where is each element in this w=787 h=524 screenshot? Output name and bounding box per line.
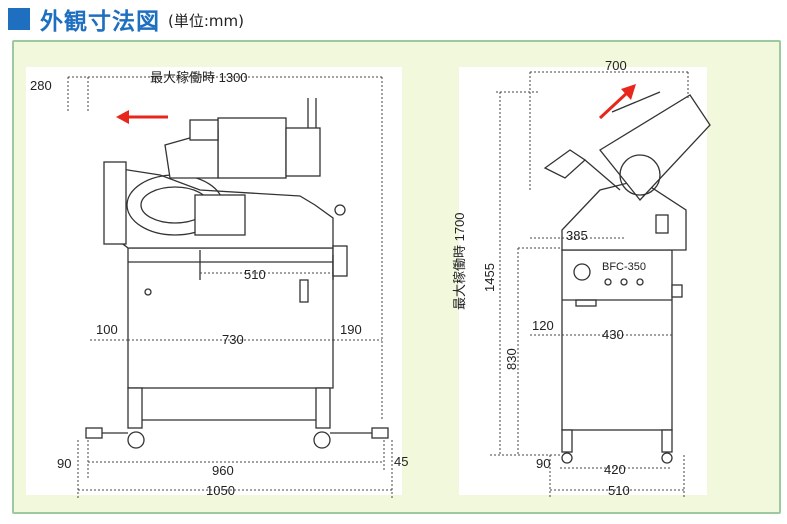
max-operating-height-label: 最大稼働時 1700 xyxy=(452,212,467,310)
title-square-icon xyxy=(8,8,30,30)
dim-90-side-label: 90 xyxy=(536,456,550,471)
dim-420-label: 420 xyxy=(604,462,626,477)
model-plate-label: BFC-350 xyxy=(602,261,646,273)
dim-100-label: 100 xyxy=(96,322,118,337)
side-dim-labels: 700 最大稼働時 1700 1455 830 385 120 430 90 4… xyxy=(452,58,630,498)
dim-90-label: 90 xyxy=(57,456,71,471)
side-view-machine xyxy=(543,91,711,464)
model-plate: BFC-350 xyxy=(602,261,646,273)
direction-arrow-front xyxy=(116,110,168,124)
dim-120-label: 120 xyxy=(532,318,554,333)
dim-430-label: 430 xyxy=(602,327,624,342)
dim-190-label: 190 xyxy=(340,322,362,337)
dim-1050-label: 1050 xyxy=(206,483,235,498)
dim-510-label: 510 xyxy=(244,267,266,282)
dim-280-label: 280 xyxy=(30,78,52,93)
dim-385-label: 385 xyxy=(566,228,588,243)
page-title: 外観寸法図 xyxy=(40,9,160,35)
unit-label: (単位:mm) xyxy=(168,12,244,30)
dim-510-side-label: 510 xyxy=(608,483,630,498)
dim-700-label: 700 xyxy=(605,58,627,73)
dim-730-label: 730 xyxy=(222,332,244,347)
side-dim-lines xyxy=(490,71,689,498)
dim-1455-label: 1455 xyxy=(482,263,497,292)
max-operating-width-label: 最大稼働時 1300 xyxy=(150,70,248,85)
direction-arrow-side xyxy=(598,84,636,120)
dim-830-label: 830 xyxy=(504,348,519,370)
title-bar: 外観寸法図 (単位:mm) xyxy=(8,4,244,35)
dim-45-label: 45 xyxy=(394,454,408,469)
front-view-machine xyxy=(85,98,389,449)
dim-960-label: 960 xyxy=(212,463,234,478)
front-dim-lines xyxy=(67,76,393,498)
front-dim-labels: 280 最大稼働時 1300 510 100 730 190 90 960 45… xyxy=(30,70,408,498)
